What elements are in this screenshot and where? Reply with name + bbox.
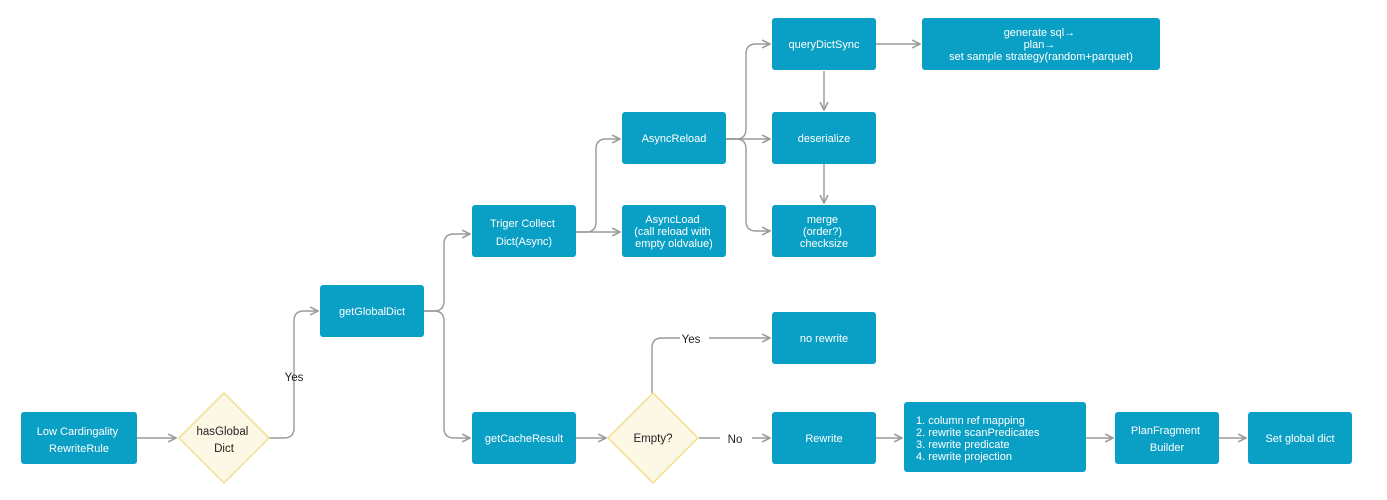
node-label-line: 4. rewrite projection — [916, 451, 1012, 463]
svg-text:deserialize: deserialize — [798, 133, 851, 145]
decision-has-global-dict[interactable]: hasGlobal Dict — [178, 392, 270, 484]
node-set-global-dict[interactable]: Set global dict — [1248, 412, 1352, 464]
svg-text:Rewrite: Rewrite — [805, 433, 842, 445]
node-merge[interactable]: merge (order?) checksize — [772, 205, 876, 257]
edge-triger-to-asyncreload — [576, 139, 620, 233]
svg-text:AsyncLoad (call reload w: AsyncLoad (call reload with empty oldval… — [634, 214, 713, 250]
node-get-cache-result[interactable]: getCacheResult — [472, 412, 576, 464]
node-label-line: merge — [807, 214, 838, 226]
edge-label-empty-no: No — [728, 434, 743, 446]
edge-label-empty-yes: Yes — [682, 334, 701, 346]
svg-text:AsyncReload: AsyncReload — [642, 133, 707, 145]
node-label-line: 1. column ref mapping — [916, 415, 1025, 427]
node-label-line: Low Cardingality — [37, 426, 119, 438]
edge-label-hasglobal-yes: Yes — [285, 372, 304, 384]
node-label-line: Dict(Async) — [496, 236, 552, 248]
node-label-line: AsyncLoad — [645, 214, 699, 226]
edge-hasglobal-to-getglobaldict — [269, 311, 318, 439]
node-label-line: PlanFragment — [1131, 425, 1200, 437]
node-triger-collect-dict[interactable]: Triger Collect Dict(Async) — [472, 205, 576, 257]
node-label-line: (order?) — [803, 226, 842, 238]
svg-text:Set global dict: Set global dict — [1265, 433, 1334, 445]
svg-text:getCacheResult: getCacheResult — [485, 433, 563, 445]
node-label-line: no rewrite — [800, 333, 848, 345]
svg-text:Triger Collect Dict(Asyn: Triger Collect Dict(Async) — [490, 218, 558, 248]
svg-text:Low Cardingality Rewrite: Low Cardingality RewriteRule — [37, 426, 121, 455]
decision-label-line: hasGlobal — [197, 426, 249, 438]
edge-asyncreload-to-merge — [726, 138, 770, 231]
decision-empty[interactable]: Empty? — [607, 392, 699, 484]
node-rewrite[interactable]: Rewrite — [772, 412, 876, 464]
svg-text:1. column ref mapping 2: 1. column ref mapping 2. rewrite scanPre… — [916, 415, 1043, 463]
edge-getglobaldict-to-triger — [424, 234, 470, 312]
svg-text:no rewrite: no rewrite — [800, 333, 848, 345]
node-rewrite-steps[interactable]: 1. column ref mapping 2. rewrite scanPre… — [904, 402, 1086, 472]
node-label-line: empty oldvalue) — [635, 238, 713, 250]
node-label-line: set sample strategy(random+parquet) — [949, 51, 1133, 63]
node-label-line: Rewrite — [805, 433, 842, 445]
node-label-line: Triger Collect — [490, 218, 555, 230]
svg-text:merge (order?) che: merge (order?) checksize — [800, 214, 848, 250]
node-low-cardinality-rewrite-rule[interactable]: Low Cardingality RewriteRule — [21, 412, 137, 464]
node-generate-sql[interactable]: generate sql→ plan→ set sample strategy(… — [922, 18, 1160, 70]
edge-asyncreload-to-querydictsync — [726, 44, 770, 140]
node-label-line: 3. rewrite predicate — [916, 439, 1010, 451]
node-label-line: plan→ — [1024, 39, 1056, 51]
svg-text:generate sql→ plan→: generate sql→ plan→ set sample strategy(… — [949, 27, 1133, 63]
edges — [137, 44, 1246, 438]
node-label-line: getGlobalDict — [339, 306, 405, 318]
edge-getglobaldict-to-getcache — [424, 310, 470, 438]
node-label-line: AsyncReload — [642, 133, 707, 145]
node-label-line: generate sql→ — [1004, 27, 1076, 39]
node-label-line: getCacheResult — [485, 433, 563, 445]
node-label-line: 2. rewrite scanPredicates — [916, 427, 1040, 439]
node-async-load[interactable]: AsyncLoad (call reload with empty oldval… — [622, 205, 726, 257]
edge-empty-to-norewrite — [651, 338, 770, 393]
decision-label-line: Dict — [214, 443, 235, 455]
node-async-reload[interactable]: AsyncReload — [622, 112, 726, 164]
node-query-dict-sync[interactable]: queryDictSync — [772, 18, 876, 70]
node-label-line: deserialize — [798, 133, 851, 145]
node-label-line: checksize — [800, 238, 848, 250]
node-plan-fragment-builder[interactable]: PlanFragment Builder — [1115, 412, 1219, 464]
node-label-line: queryDictSync — [789, 39, 860, 51]
node-label-line: (call reload with — [634, 226, 710, 238]
node-get-global-dict[interactable]: getGlobalDict — [320, 285, 424, 337]
svg-text:getGlobalDict: getGlobalDict — [339, 306, 405, 318]
node-label-line: Set global dict — [1265, 433, 1334, 445]
decision-label-line: Empty? — [634, 433, 673, 445]
node-deserialize[interactable]: deserialize — [772, 112, 876, 164]
node-label-line: Builder — [1150, 442, 1185, 454]
svg-text:Empty?: Empty? — [634, 433, 673, 445]
node-no-rewrite[interactable]: no rewrite — [772, 312, 876, 364]
svg-text:hasGlobal Dict: hasGlobal Dict — [197, 426, 252, 455]
svg-text:PlanFragment Builder: PlanFragment Builder — [1131, 425, 1203, 454]
svg-text:queryDictSync: queryDictSync — [789, 39, 860, 51]
node-label-line: RewriteRule — [49, 443, 109, 455]
